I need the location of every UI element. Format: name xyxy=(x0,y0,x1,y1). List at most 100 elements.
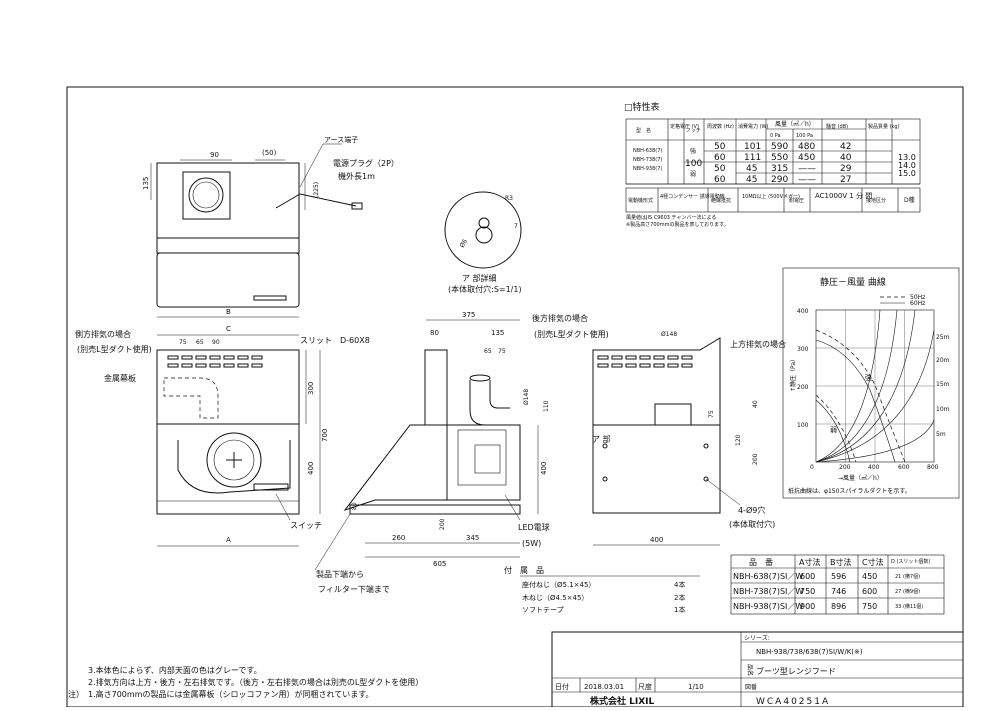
svg-text:900: 900 xyxy=(800,602,815,611)
graph-title: 静圧－風量 曲線 xyxy=(820,276,886,288)
spec-ground: D種 xyxy=(904,196,915,204)
rear-d400: 400 xyxy=(650,536,663,544)
rear-d120: 120 xyxy=(735,434,742,446)
front-d700: 700 xyxy=(321,429,329,442)
pressure-airflow-graph: 静圧－風量 曲線 50Hz 60Hz 強 弱 400 300 200 100 0… xyxy=(782,267,960,499)
top-d135: 135 xyxy=(142,177,150,190)
top-earth: アース端子 xyxy=(324,135,358,144)
svg-text:40: 40 xyxy=(840,153,852,163)
rear-a-part: ア 部 xyxy=(592,434,611,444)
x-tick-400: 400 xyxy=(868,464,880,471)
rear-hole-sub: (本体取付穴) xyxy=(729,519,775,529)
legend-50hz: 50Hz xyxy=(910,294,925,301)
tb-drawing-no-label: 図番 xyxy=(745,684,757,691)
detail-d7: 7 xyxy=(514,223,518,230)
spec-head-model: 型 名 xyxy=(636,127,651,134)
duct-15m: 15m xyxy=(936,381,950,388)
side-d80: 80 xyxy=(430,329,439,337)
front-d75: 75 xyxy=(179,339,187,346)
spec-head-weight: 製品質量 (kg) xyxy=(868,123,900,130)
detail-sub: (本体取付穴:S=1/1) xyxy=(448,284,522,294)
svg-text:746: 746 xyxy=(831,587,846,596)
spec-row-1: 50 101 590 480 42 xyxy=(714,142,851,152)
side-d65: 65 xyxy=(484,348,492,355)
tb-series-label: シリーズ: xyxy=(744,634,770,642)
tb-model: NBH-938/738/638(7)SI/W/K(※) xyxy=(756,648,863,656)
side-led-w: (5W) xyxy=(522,539,541,548)
accessory-qty-1: 4本 xyxy=(674,580,685,589)
svg-text:315: 315 xyxy=(771,164,788,174)
spec-ground-label: 接地区分 xyxy=(866,197,886,204)
svg-text:750: 750 xyxy=(800,587,815,596)
front-d400: 400 xyxy=(307,462,315,475)
svg-text:27 (横9個): 27 (横9個) xyxy=(895,588,920,595)
x-tick-800: 800 xyxy=(927,464,939,471)
curve-weak-60hz xyxy=(815,399,851,463)
graph-xlabel: →風量（㎥／h） xyxy=(838,474,883,482)
front-side-sub: (別売L型ダクト使用) xyxy=(77,344,152,354)
duct-25m: 25m xyxy=(936,334,950,341)
notes-label: 注） xyxy=(68,689,84,699)
side-d75: 75 xyxy=(498,348,506,355)
accessories: 付 属 品 座付ねじ（Ø5.1×45） 4本 木ねじ（Ø4.5×45） 2本 ソ… xyxy=(504,565,700,614)
spec-motor: 4極コンデンサー 誘導電動機 xyxy=(660,193,725,200)
svg-text:450: 450 xyxy=(862,572,877,581)
spec-volt: 100 xyxy=(685,159,702,169)
y-tick-200: 200 xyxy=(797,384,809,391)
top-cord: 機外長1m xyxy=(338,171,375,181)
curve-strong-60hz xyxy=(815,339,896,463)
graph-ylabel: ↑静圧（Pa） xyxy=(789,356,797,392)
spec-motor-label: 電動機形式 xyxy=(628,197,653,204)
accessories-title: 付 属 品 xyxy=(504,565,544,575)
svg-text:750: 750 xyxy=(862,602,877,611)
side-d260: 260 xyxy=(392,534,405,542)
x-tick-200: 200 xyxy=(839,464,851,471)
dim-head-b: B寸法 xyxy=(830,557,852,567)
top-view: 90 (50) 135 (225) アース端子 電源プラグ（2P） 機外長1m … xyxy=(142,135,399,318)
top-d90: 90 xyxy=(210,151,219,159)
side-d135: 135 xyxy=(491,329,504,337)
svg-text:450: 450 xyxy=(798,153,815,163)
graph-footnote: 抵抗曲線は、φ150スパイラルダクトを示す。 xyxy=(788,487,911,495)
dim-row-3: NBH-938(7)SI／W 900 896 750 33 (横11個) xyxy=(733,602,923,611)
tb-scale: 1/10 xyxy=(688,683,704,691)
rear-d148: Ø148 xyxy=(661,331,677,338)
svg-text:NBH-738(7)SI／W: NBH-738(7)SI／W xyxy=(733,587,803,596)
spec-head-voltage: 定格電圧 (V) xyxy=(670,123,699,130)
dim-head-model: 品 番 xyxy=(749,557,773,567)
legend-60hz: 60Hz xyxy=(910,300,925,307)
rear-hole: 4-Ø9穴 xyxy=(738,505,765,515)
duct-20m: 20m xyxy=(936,357,950,364)
spec-weak: 弱 xyxy=(690,171,696,178)
svg-text:42: 42 xyxy=(840,142,851,152)
rear-d40: 40 xyxy=(752,400,759,408)
svg-text:45: 45 xyxy=(746,175,757,185)
spec-withstand-label: 耐電圧 xyxy=(789,197,804,204)
accessory-qty-3: 1本 xyxy=(674,605,685,614)
svg-text:NBH-638(7)SI／W: NBH-638(7)SI／W xyxy=(733,572,803,581)
dim-row-1: NBH-638(7)SI／W 600 596 450 21 (横7個) xyxy=(733,572,920,581)
side-bottom-note-2: フィルター下端まで xyxy=(318,584,390,594)
tb-date-label: 日付 xyxy=(555,682,569,691)
rear-d75: 75 xyxy=(708,410,715,418)
duct-5m: 5m xyxy=(936,431,946,438)
svg-text:21 (横7個): 21 (横7個) xyxy=(895,573,920,580)
svg-text:50: 50 xyxy=(714,142,726,152)
spec-strong: 強 xyxy=(690,147,696,155)
svg-text:896: 896 xyxy=(831,602,846,611)
curve-weak-50hz xyxy=(815,394,857,463)
svg-text:290: 290 xyxy=(771,175,788,185)
svg-text:480: 480 xyxy=(798,142,815,152)
spec-insul: 10MΩ以上 (500Vメガー) xyxy=(742,193,800,200)
side-d80b: 80 xyxy=(351,502,358,510)
dim-head-d: D (スリット個数) xyxy=(891,558,930,565)
svg-text:111: 111 xyxy=(744,153,761,163)
front-d65: 65 xyxy=(196,339,204,346)
spec-head-p100: 100 Pa xyxy=(796,133,813,139)
side-d200: 200 xyxy=(439,518,446,530)
note-2: 2.排気方向は上方・後方・左右排気です。（後方・左右排気の場合は別売のL型ダクト… xyxy=(88,677,423,687)
top-d50: (50) xyxy=(262,149,277,157)
front-slit: スリット D-60X8 xyxy=(300,336,370,345)
duct-resistance-curves xyxy=(815,309,935,463)
